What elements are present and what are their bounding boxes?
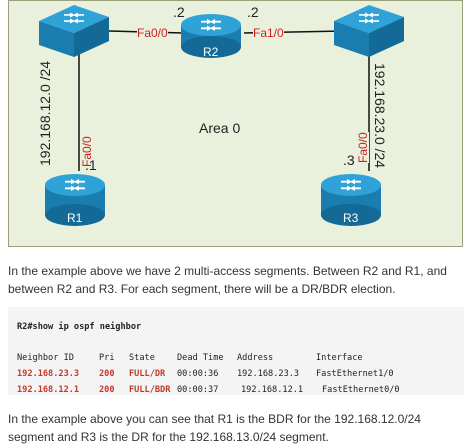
network-diagram: .2 Fa0/0 .2 Fa1/0 R2 R1 R3 Area 0 192.16… [8, 0, 463, 247]
row2-neighbor-id: 192.168.12.1 [17, 385, 80, 395]
area-label: Area 0 [199, 120, 241, 136]
row2-dead-time: 00:00:37 [177, 385, 219, 395]
row2-state: FULL/BDR [129, 385, 171, 395]
paragraph-2: In the example above you can see that R1… [8, 412, 421, 444]
col-header-dead-time: Dead Time [177, 353, 224, 363]
row2-address: 192.168.12.1 [241, 385, 304, 395]
row1-address: 192.168.23.3 [237, 369, 300, 379]
router-r2-icon [181, 14, 241, 58]
col-header-interface: Interface [316, 353, 363, 363]
left-network-label: 192.168.12.0 /24 [37, 60, 53, 166]
row2-interface: FastEthernet0/0 [322, 385, 400, 395]
r2-left-host-label: .2 [173, 4, 185, 20]
row1-state: FULL/DR [129, 369, 166, 379]
r2-left-port-label: Fa0/0 [137, 26, 168, 40]
r3-port-label: Fa0/0 [356, 132, 370, 163]
r3-host-label: .3 [343, 152, 355, 168]
router-r2-label: R2 [203, 45, 219, 59]
code-command: R2#show ip ospf neighbor [17, 322, 142, 332]
col-header-state: State [129, 353, 155, 363]
r1-host-label: .1 [85, 157, 97, 173]
router-r3-icon [321, 174, 381, 226]
switch-right-icon [334, 5, 404, 57]
right-network-label: 192.168.23.0 /24 [372, 63, 388, 169]
col-header-address: Address [237, 353, 274, 363]
paragraph-1: In the example above we have 2 multi-acc… [8, 264, 447, 296]
row2-pri: 200 [99, 385, 115, 395]
row1-pri: 200 [99, 369, 115, 379]
r2-right-host-label: .2 [247, 4, 259, 20]
col-header-neighbor-id: Neighbor ID [17, 353, 74, 363]
row1-neighbor-id: 192.168.23.3 [17, 369, 80, 379]
row1-dead-time: 00:00:36 [177, 369, 219, 379]
diagram-canvas [39, 5, 404, 226]
switch-left-icon [39, 5, 109, 57]
router-r3-label: R3 [343, 211, 359, 225]
router-r1-icon [45, 174, 105, 226]
code-block: R2#show ip ospf neighbor Neighbor ID Pri… [8, 307, 464, 395]
col-header-pri: Pri [99, 353, 115, 363]
router-r1-label: R1 [67, 211, 83, 225]
row1-interface: FastEthernet1/0 [316, 369, 394, 379]
r2-right-port-label: Fa1/0 [253, 26, 284, 40]
